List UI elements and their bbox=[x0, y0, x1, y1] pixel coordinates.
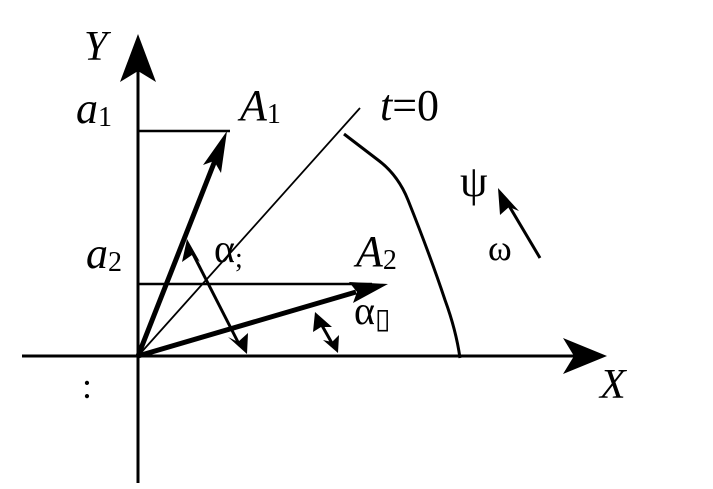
rotation-curve bbox=[343, 132, 462, 359]
alpha1-label: α; bbox=[214, 226, 243, 274]
alpha2-arrowhead-top bbox=[313, 312, 332, 332]
alpha1-angle-arc bbox=[190, 251, 242, 347]
y-axis-label: Y bbox=[84, 24, 112, 70]
origin-label: : bbox=[82, 366, 92, 406]
phasor-a2-arrowhead bbox=[349, 282, 388, 303]
x-axis-label: X bbox=[598, 362, 628, 408]
phasor-a1 bbox=[135, 157, 219, 357]
a2-label: a2 bbox=[86, 229, 122, 278]
alpha1-arrowhead-bottom bbox=[228, 333, 248, 354]
x-axis-arrowhead bbox=[563, 338, 607, 374]
a1-label: a1 bbox=[76, 84, 112, 133]
rotation-direction-arrow bbox=[506, 203, 542, 259]
rotation-direction-arrowhead bbox=[498, 188, 519, 215]
psi-label: ψ bbox=[460, 157, 488, 206]
phasor-a1-arrowhead bbox=[203, 131, 227, 173]
y-axis-arrowhead bbox=[120, 34, 156, 82]
phasor-a2 bbox=[137, 289, 357, 359]
alpha2-label: α▯ bbox=[354, 288, 390, 335]
phasor-a1-label: A1 bbox=[237, 81, 281, 130]
alpha2-arrowhead-bottom bbox=[323, 335, 339, 353]
omega-label: ω bbox=[488, 228, 512, 268]
alpha1-arrowhead-top bbox=[182, 239, 200, 262]
t0-label: t=0 bbox=[380, 81, 439, 130]
phasor-a2-label: A2 bbox=[353, 227, 397, 276]
t0-reference-line bbox=[137, 107, 361, 357]
